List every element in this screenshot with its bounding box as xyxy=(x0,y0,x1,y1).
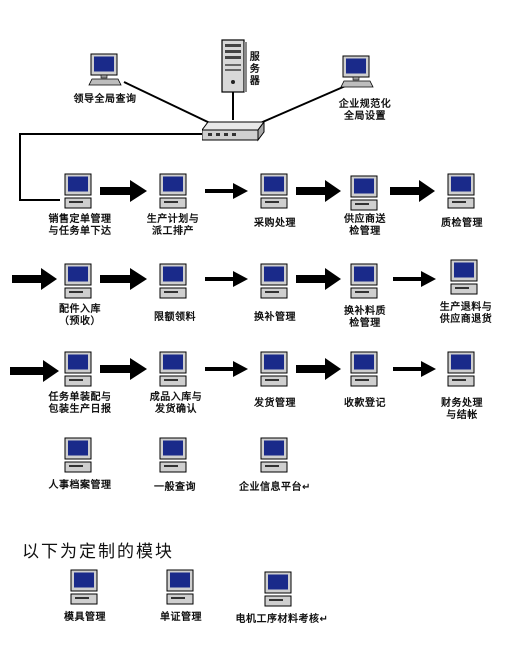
module-label: 采购处理 xyxy=(254,218,296,229)
module-label: 发货管理 xyxy=(254,398,296,409)
computer-icon xyxy=(350,263,378,299)
enterprise-settings-label: 企业规范化 全局设置 xyxy=(338,99,392,122)
arrow-right-icon xyxy=(393,361,436,377)
module-label: 生产计划与 派工排产 xyxy=(146,214,200,237)
computer-icon xyxy=(70,569,98,605)
module-label: 供应商送 检管理 xyxy=(344,214,386,237)
module-label: 质检管理 xyxy=(441,218,483,229)
computer-icon xyxy=(260,437,288,473)
module-label: 成品入库与 发货确认 xyxy=(149,392,203,415)
arrow-right-icon xyxy=(390,180,435,202)
leader-query-label: 领导全局查询 xyxy=(73,94,137,105)
network-hub-icon xyxy=(202,120,265,142)
module-label: 收款登记 xyxy=(344,398,386,409)
arrow-right-icon xyxy=(10,360,59,382)
arrow-right-icon xyxy=(393,271,436,287)
arrow-right-icon xyxy=(296,268,341,290)
arrow-right-icon xyxy=(205,271,248,287)
computer-icon xyxy=(350,351,378,387)
module-label: 限额领料 xyxy=(154,312,196,323)
module-label: 生产退料与 供应商退货 xyxy=(439,302,493,325)
computer-icon xyxy=(260,351,288,387)
computer-icon xyxy=(447,173,475,209)
arrow-right-icon xyxy=(205,183,248,199)
arrow-right-icon xyxy=(100,268,147,290)
module-label: 财务处理 与结帐 xyxy=(441,398,483,421)
computer-icon xyxy=(159,437,187,473)
module-label: 换补料质 检管理 xyxy=(344,306,386,329)
computer-icon xyxy=(450,259,478,295)
module-label: 企业信息平台↵ xyxy=(239,482,311,493)
custom-modules-heading: 以下为定制的模块 xyxy=(22,542,174,562)
arrow-right-icon xyxy=(100,180,147,202)
module-label: 模具管理 xyxy=(64,612,106,623)
computer-icon xyxy=(64,351,92,387)
computer-icon xyxy=(264,571,292,607)
module-label: 人事档案管理 xyxy=(48,480,112,491)
module-label: 单证管理 xyxy=(160,612,202,623)
computer-icon xyxy=(350,175,378,211)
module-label: 配件入库 （预收） xyxy=(59,304,101,327)
computer-icon xyxy=(64,173,92,209)
arrow-right-icon xyxy=(296,358,341,380)
computer-icon xyxy=(340,55,374,88)
module-label: 电机工序材料考核↵ xyxy=(235,614,329,625)
computer-icon xyxy=(166,569,194,605)
arrow-right-icon xyxy=(12,268,57,290)
computer-icon xyxy=(64,437,92,473)
computer-icon xyxy=(260,173,288,209)
arrow-right-icon xyxy=(205,361,248,377)
module-label: 一般查询 xyxy=(154,482,196,493)
server-icon xyxy=(221,39,247,93)
computer-icon xyxy=(64,263,92,299)
computer-icon xyxy=(159,263,187,299)
computer-icon xyxy=(447,351,475,387)
arrow-right-icon xyxy=(100,358,147,380)
computer-icon xyxy=(159,173,187,209)
computer-icon xyxy=(159,351,187,387)
computer-icon xyxy=(260,263,288,299)
computer-icon xyxy=(88,53,122,86)
server-label: 服 务 器 xyxy=(249,52,261,87)
module-label: 任务单装配与 包装生产日报 xyxy=(48,392,112,415)
module-label: 换补管理 xyxy=(254,312,296,323)
arrow-right-icon xyxy=(296,180,341,202)
module-label: 销售定单管理 与任务单下达 xyxy=(48,214,112,237)
